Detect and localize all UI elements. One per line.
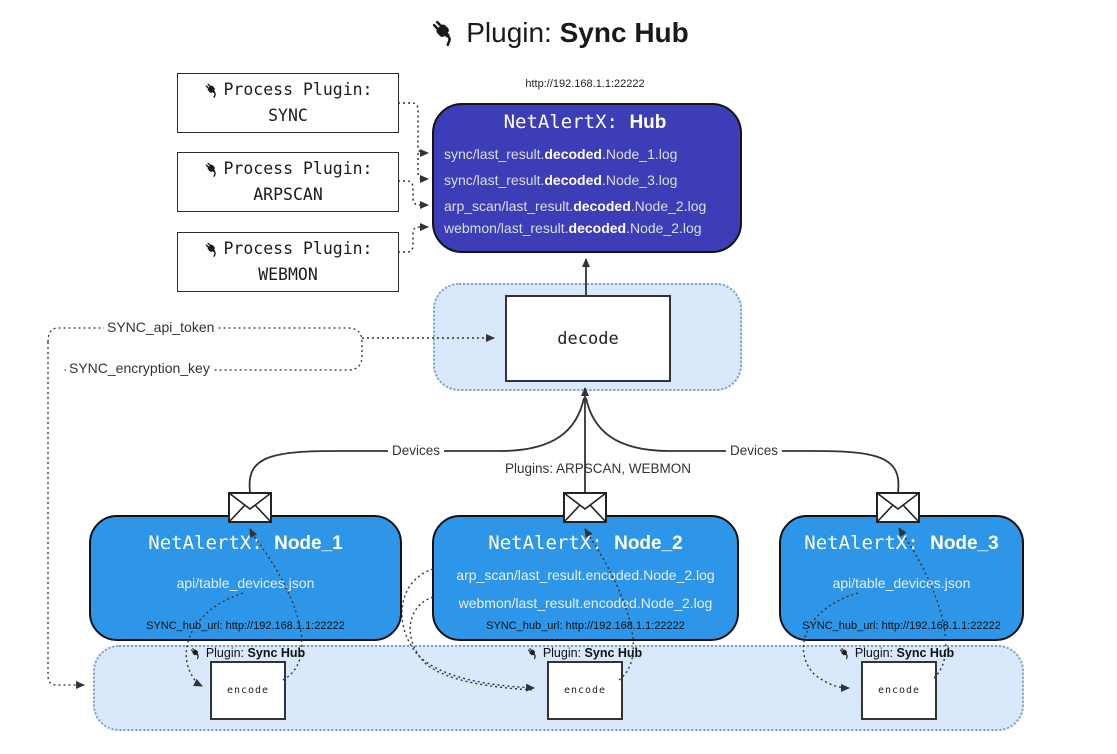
process-plugin-name: SYNC: [268, 106, 308, 125]
encode-label: encode: [563, 685, 607, 696]
envelope-icon: [563, 492, 607, 523]
hub-title: NetAlertX: Hub: [432, 111, 738, 134]
setting-sync-api-token: SYNC_api_token: [104, 319, 218, 335]
hub-log-line: sync/last_result.decoded.Node_3.log: [444, 172, 678, 188]
process-plugin-label: Process Plugin:: [223, 159, 373, 179]
node-title: NetAlertX: Node_3: [804, 532, 999, 554]
hub-log-line: webmon/last_result.decoded.Node_2.log: [444, 220, 702, 236]
node-hub-url: SYNC_hub_url: http://192.168.1.1:22222: [146, 620, 345, 632]
encode-box: encode: [861, 661, 937, 720]
plug-icon: [526, 646, 540, 660]
process-plugin-label: Process Plugin:: [223, 239, 373, 259]
encode-label: encode: [877, 685, 921, 696]
hub-box: [432, 103, 742, 253]
band-plugin-label: Plugin: Sync Hub: [189, 646, 305, 660]
process-plugin-arpscan: Process Plugin: ARPSCAN: [177, 152, 399, 212]
process-plugin-webmon: Process Plugin: WEBMON: [177, 232, 399, 292]
process-plugin-name: ARPSCAN: [253, 185, 323, 204]
decode-label: decode: [557, 328, 619, 349]
envelope-icon: [228, 492, 272, 523]
node-title: NetAlertX: Node_2: [488, 532, 683, 554]
edge-sync-to-log1: [398, 102, 429, 157]
decode-box: decode: [505, 295, 671, 382]
hub-title-name: Hub: [629, 112, 667, 133]
edge-label-plugins: Plugins: ARPSCAN, WEBMON: [505, 461, 692, 476]
envelope-icon: [876, 492, 920, 523]
process-plugin-name: WEBMON: [258, 265, 318, 284]
node-file: arp_scan/last_result.encoded.Node_2.log: [456, 567, 715, 583]
edge-arpscan-to-log3: [398, 180, 429, 209]
hub-url: http://192.168.1.1:22222: [525, 78, 645, 90]
plug-icon: [203, 160, 221, 178]
hub-log-line: arp_scan/last_result.decoded.Node_2.log: [444, 198, 707, 214]
band-plugin-label: Plugin: Sync Hub: [526, 646, 642, 660]
edge-sync-to-log2: [417, 153, 429, 183]
node-hub-url: SYNC_hub_url: http://192.168.1.1:22222: [802, 620, 1001, 632]
plug-icon: [203, 240, 221, 258]
plug-icon: [203, 81, 221, 99]
title-name: Sync Hub: [559, 17, 689, 48]
node-2-box: NetAlertX: Node_2 arp_scan/last_result.e…: [432, 515, 739, 641]
process-plugin-sync: Process Plugin: SYNC: [177, 73, 399, 133]
node-file: api/table_devices.json: [176, 575, 315, 591]
plug-icon: [189, 646, 203, 660]
edge-settings-to-band: [47, 342, 85, 689]
node-hub-url: SYNC_hub_url: http://192.168.1.1:22222: [486, 620, 685, 632]
plug-icon: [428, 16, 460, 48]
setting-sync-encryption-key: SYNC_encryption_key: [66, 360, 213, 376]
page-title: Plugin: Sync Hub: [0, 16, 1117, 49]
node-file: webmon/last_result.encoded.Node_2.log: [458, 595, 713, 611]
hub-title-prefix: NetAlertX:: [503, 111, 630, 133]
edge-label-devices-right: Devices: [726, 443, 783, 458]
title-label: Plugin:: [466, 17, 552, 48]
edge-label-devices-left: Devices: [388, 443, 445, 458]
band-plugin-label: Plugin: Sync Hub: [838, 646, 954, 660]
node-3-box: NetAlertX: Node_3 api/table_devices.json…: [779, 515, 1024, 641]
encode-box: encode: [210, 661, 286, 720]
edge-webmon-to-log4: [398, 223, 429, 253]
encode-label: encode: [226, 685, 270, 696]
hub-log-line: sync/last_result.decoded.Node_1.log: [444, 146, 678, 162]
encode-box: encode: [547, 661, 623, 720]
node-title: NetAlertX: Node_1: [148, 532, 343, 554]
process-plugin-label: Process Plugin:: [223, 80, 373, 100]
node-1-box: NetAlertX: Node_1 api/table_devices.json…: [89, 515, 402, 641]
plug-icon: [838, 646, 852, 660]
node-file: api/table_devices.json: [832, 575, 971, 591]
